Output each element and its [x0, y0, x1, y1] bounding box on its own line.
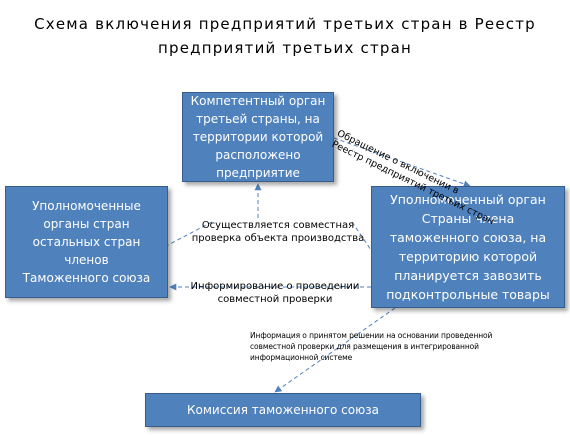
box-customs-union-commission: Комиссия таможенного союза: [145, 393, 421, 427]
line-check-to-left: [167, 221, 213, 246]
diagram-title: Схема включения предприятий третьих стра…: [34, 15, 536, 57]
box-other-member-authorities: Уполномоченные органы стран остальных ст…: [5, 186, 168, 298]
arrow-competent-to-right: [333, 137, 471, 188]
line-check-to-right: [351, 221, 372, 251]
box-competent-authority: Компетентный орган третьей страны, на те…: [182, 92, 334, 182]
label-joint-inspection: Осуществляется совместная проверка объек…: [191, 220, 365, 244]
arrow-right-to-commission: [274, 307, 396, 393]
label-decision-info: Информация о принятом решении на основан…: [250, 331, 493, 362]
label-inspection-notice: Информирование о проведении совместной п…: [190, 281, 360, 305]
box-authorized-member-authority: Уполномоченный орган Страны члена таможе…: [371, 186, 565, 308]
